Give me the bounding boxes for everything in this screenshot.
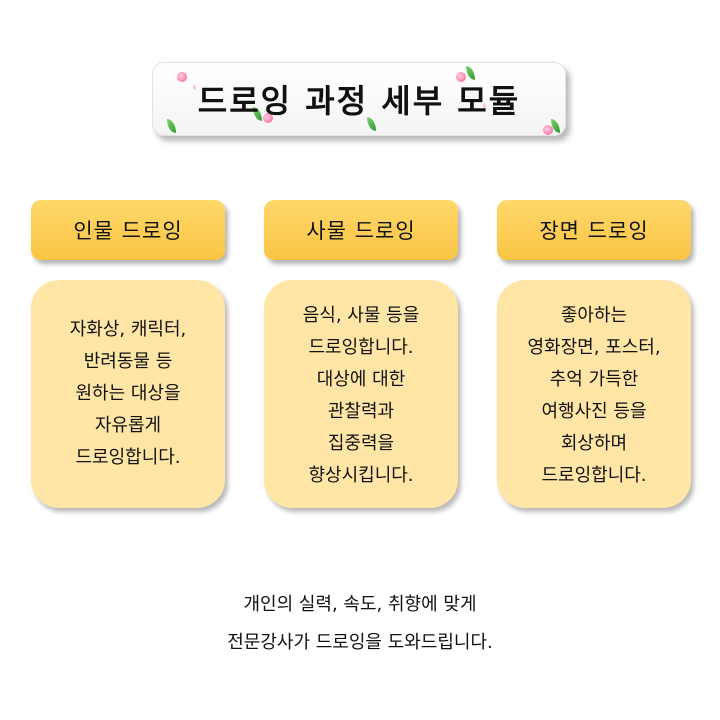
description-line: 음식, 사물 등을 <box>302 305 420 326</box>
description-line: 드로잉합니다. <box>308 337 414 358</box>
module-header: 사물 드로잉 <box>264 200 458 260</box>
title-card: 드로잉 과정 세부 모듈 <box>152 62 566 136</box>
description-line: 드로잉합니다. <box>75 447 181 468</box>
footer-line: 개인의 실력, 속도, 취향에 맞게 <box>243 594 477 615</box>
module-object: 사물 드로잉 음식, 사물 등을 드로잉합니다. 대상에 대한 관찰력과 집중력… <box>264 200 458 508</box>
module-header: 장면 드로잉 <box>497 200 691 260</box>
rose-icon <box>263 113 273 123</box>
description-line: 향상시킵니다. <box>308 465 414 486</box>
rose-icon <box>543 125 553 135</box>
description-line: 관찰력과 <box>327 401 395 422</box>
petal-icon <box>483 103 486 108</box>
description-line: 영화장면, 포스터, <box>527 337 661 358</box>
description-line: 집중력을 <box>327 433 395 454</box>
module-description: 좋아하는 영화장면, 포스터, 추억 가득한 여행사진 등을 회상하며 드로잉합… <box>497 280 691 508</box>
rose-icon <box>456 72 466 82</box>
description-line: 드로잉합니다. <box>541 465 647 486</box>
description-line: 여행사진 등을 <box>541 401 647 422</box>
description-line: 원하는 대상을 <box>75 383 181 404</box>
module-figure: 인물 드로잉 자화상, 캐릭터, 반려동물 등 원하는 대상을 자유롭게 드로잉… <box>31 200 225 508</box>
description-line: 반려동물 등 <box>83 351 173 372</box>
leaf-icon <box>167 119 176 133</box>
footer-line: 전문강사가 드로잉을 도와드립니다. <box>227 632 493 653</box>
description-line: 회상하며 <box>560 433 628 454</box>
description-line: 자화상, 캐릭터, <box>69 319 187 340</box>
description-line: 좋아하는 <box>560 305 628 326</box>
page-title: 드로잉 과정 세부 모듈 <box>197 82 521 120</box>
petal-icon <box>193 85 196 90</box>
rose-icon <box>177 72 187 82</box>
description-line: 대상에 대한 <box>316 369 406 390</box>
module-header: 인물 드로잉 <box>31 200 225 260</box>
leaf-icon <box>367 117 376 131</box>
petal-icon <box>508 111 511 116</box>
module-scene: 장면 드로잉 좋아하는 영화장면, 포스터, 추억 가득한 여행사진 등을 회상… <box>497 200 691 508</box>
leaf-icon <box>551 119 560 133</box>
description-line: 추억 가득한 <box>549 369 639 390</box>
module-description: 자화상, 캐릭터, 반려동물 등 원하는 대상을 자유롭게 드로잉합니다. <box>31 280 225 508</box>
leaf-icon <box>253 107 262 121</box>
module-description: 음식, 사물 등을 드로잉합니다. 대상에 대한 관찰력과 집중력을 향상시킵니… <box>264 280 458 508</box>
leaf-icon <box>466 66 475 80</box>
description-line: 자유롭게 <box>94 415 162 436</box>
footer-note: 개인의 실력, 속도, 취향에 맞게 전문강사가 드로잉을 도와드립니다. <box>0 586 720 662</box>
